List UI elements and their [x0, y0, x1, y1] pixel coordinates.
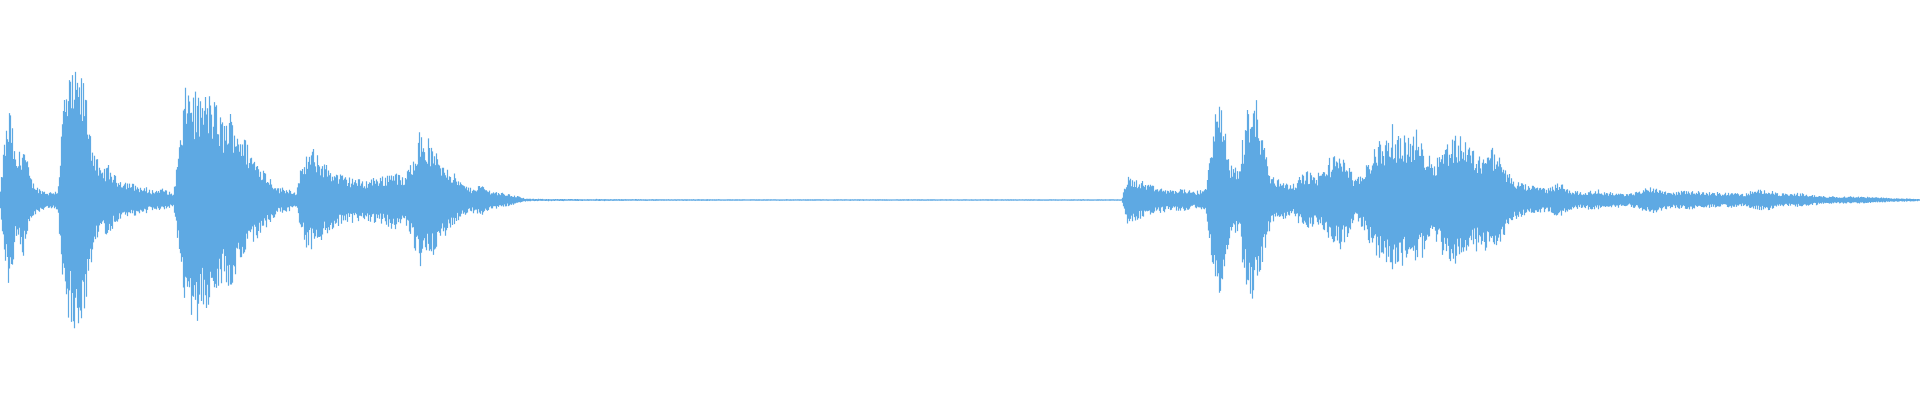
- audio-waveform: [0, 71, 1920, 329]
- waveform-display: [0, 71, 1920, 329]
